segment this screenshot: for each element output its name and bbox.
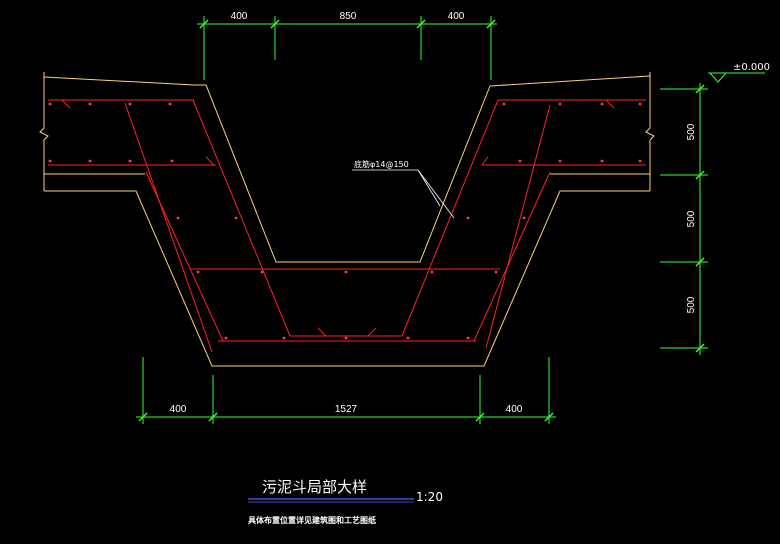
- rebar-dot: [502, 102, 506, 106]
- top-dim-text-1: 400: [231, 11, 248, 22]
- rebar-dot: [558, 102, 562, 106]
- rebar-hook-3: [481, 156, 489, 166]
- rebar-dot: [522, 216, 526, 220]
- rebar-dot: [48, 159, 52, 163]
- rebar-dot: [344, 336, 348, 340]
- concrete-outline: [39, 72, 655, 367]
- rebar-dot: [234, 216, 238, 220]
- break-line-left: [39, 72, 49, 191]
- rebar-dot: [88, 102, 92, 106]
- top-surface-right: [489, 75, 651, 87]
- rebar-dot: [558, 159, 562, 163]
- rebar-dot: [638, 102, 642, 106]
- rebar-dot: [170, 159, 174, 163]
- rebar-layout: [48, 99, 646, 353]
- right-dim-text-3: 500: [686, 296, 697, 313]
- rebar-dot: [196, 270, 200, 274]
- elevation-triangle: [709, 72, 727, 83]
- rebar-dot: [282, 336, 286, 340]
- dim-tick: [695, 343, 705, 353]
- dimension-lines: [136, 16, 765, 424]
- rebar-dot: [176, 216, 180, 220]
- dim-tick: [138, 412, 148, 422]
- dim-tick: [475, 412, 485, 422]
- dim-tick: [208, 412, 218, 422]
- rebar-slope-outer-right: [473, 171, 551, 342]
- top-surface-left: [43, 76, 195, 86]
- dim-tick: [199, 19, 209, 29]
- rebar-diagonal-left: [124, 102, 213, 353]
- break-line-right: [645, 72, 655, 191]
- rebar-slope-inner-left: [192, 99, 291, 337]
- rebar-slope-inner-right: [401, 99, 499, 337]
- dimension-ticks: [138, 19, 705, 422]
- rebar-dot: [406, 336, 410, 340]
- top-dim-text-2: 850: [340, 11, 357, 22]
- rebar-dot: [518, 159, 522, 163]
- dim-tick: [270, 19, 280, 29]
- hopper-outer-face: [44, 190, 650, 367]
- dim-tick: [695, 84, 705, 94]
- rebar-dot: [168, 102, 172, 106]
- dim-tick: [416, 19, 426, 29]
- rebar-diagonal-right: [485, 104, 551, 349]
- rebar-dot: [128, 102, 132, 106]
- rebar-hook-4: [605, 99, 615, 109]
- top-dim-text-3: 400: [448, 11, 465, 22]
- rebar-dot: [224, 336, 228, 340]
- bottom-dim-text-3: 400: [506, 404, 523, 415]
- rebar-label: 底筋φ14@150: [354, 159, 409, 169]
- rebar-hook-1: [61, 99, 71, 109]
- rebar-section-dots: [48, 102, 642, 340]
- rebar-dot: [638, 159, 642, 163]
- rebar-leader-branch: [417, 169, 441, 207]
- rebar-dot: [128, 159, 132, 163]
- dim-tick: [695, 170, 705, 180]
- rebar-dot: [600, 159, 604, 163]
- rebar-dot: [344, 270, 348, 274]
- rebar-hook-5: [317, 327, 327, 337]
- rebar-leader-line: [352, 169, 455, 219]
- rebar-hook-2: [205, 156, 215, 166]
- rebar-dot: [88, 159, 92, 163]
- rebar-hook-6: [367, 327, 377, 337]
- elevation-label: ±0.000: [733, 62, 770, 73]
- rebar-leader: [352, 169, 455, 219]
- rebar-dot: [430, 270, 434, 274]
- dim-tick: [486, 19, 496, 29]
- drawing-scale: 1:20: [416, 490, 443, 504]
- rebar-dot: [466, 216, 470, 220]
- rebar-dot: [600, 102, 604, 106]
- rebar-dot: [494, 270, 498, 274]
- rebar-dot: [466, 336, 470, 340]
- rebar-dot: [48, 102, 52, 106]
- hopper-inner-face: [194, 84, 491, 263]
- dim-tick: [695, 257, 705, 267]
- bottom-dim-text-2: 1527: [335, 404, 358, 415]
- right-dim-text-2: 500: [686, 210, 697, 227]
- dim-tick: [544, 412, 554, 422]
- drawing-title: 污泥斗局部大样: [262, 478, 367, 496]
- rebar-dot: [260, 270, 264, 274]
- right-dim-text-1: 500: [686, 123, 697, 140]
- drawing-note: 具体布置位置详见建筑图和工艺图纸: [248, 515, 376, 525]
- bottom-dim-text-1: 400: [170, 404, 187, 415]
